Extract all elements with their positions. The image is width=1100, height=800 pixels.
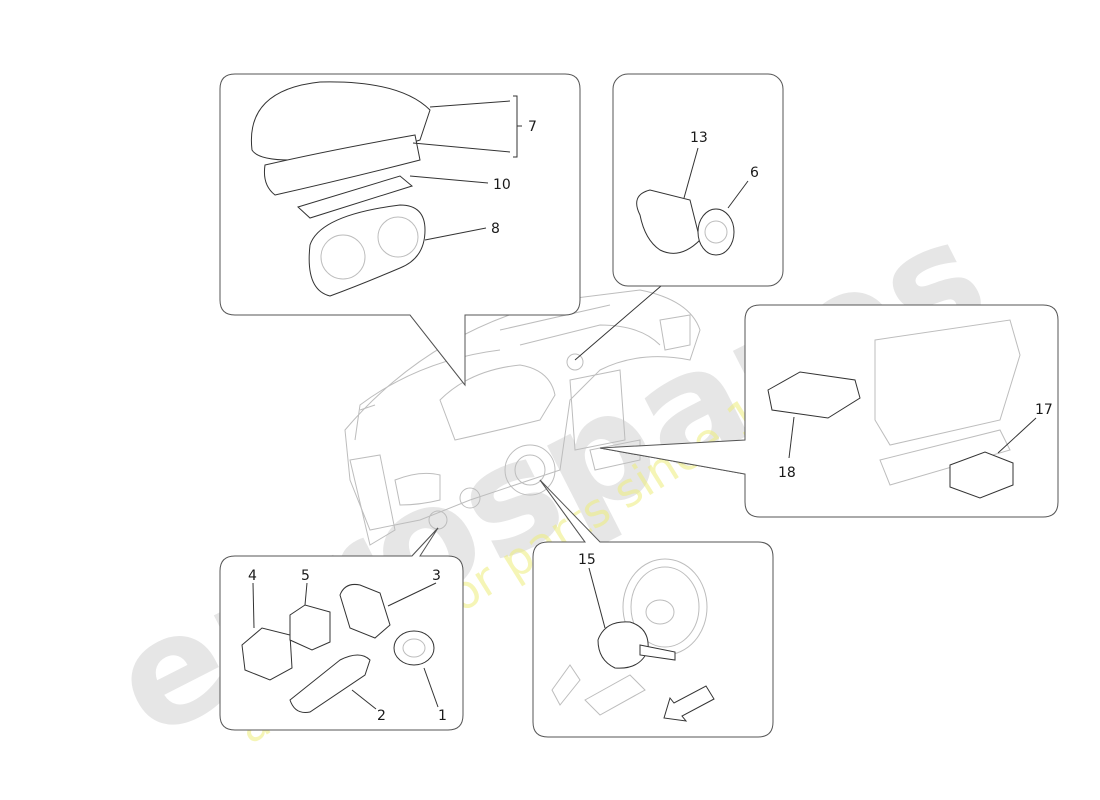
callout-13: 13 xyxy=(690,130,708,146)
callout-18: 18 xyxy=(778,465,796,481)
callout-4: 4 xyxy=(248,568,257,584)
callout-7: 7 xyxy=(528,119,537,135)
switch-17 xyxy=(949,451,1014,499)
panel-clock: 13 6 xyxy=(612,73,784,287)
callout-2: 2 xyxy=(377,708,386,724)
panel-steering: 15 xyxy=(532,479,774,738)
stalk xyxy=(639,644,676,661)
cigar-lighter xyxy=(339,584,391,639)
bezel-2 xyxy=(289,654,371,713)
callout-8: 8 xyxy=(491,221,500,237)
clock-housing xyxy=(636,189,701,254)
cluster-unit xyxy=(308,204,426,297)
ring-1 xyxy=(393,630,435,666)
control-module xyxy=(767,371,861,419)
panel-switches: 4 5 3 2 1 xyxy=(219,527,464,731)
hood-frame xyxy=(264,134,421,196)
direction-arrow xyxy=(663,685,715,722)
dashboard-overview xyxy=(344,289,701,546)
panel-control-module: 18 17 xyxy=(599,304,1059,518)
clock-face xyxy=(697,208,735,256)
panel-instrument-cluster: 7 10 8 xyxy=(219,73,581,387)
callout-15: 15 xyxy=(578,552,596,568)
switch-4 xyxy=(241,627,293,681)
trim-strip xyxy=(297,175,414,219)
callout-17: 17 xyxy=(1035,402,1053,418)
switch-5 xyxy=(289,604,331,651)
callout-1: 1 xyxy=(438,708,447,724)
callout-3: 3 xyxy=(432,568,441,584)
callout-6: 6 xyxy=(750,165,759,181)
callout-10: 10 xyxy=(493,177,511,193)
callout-5: 5 xyxy=(301,568,310,584)
